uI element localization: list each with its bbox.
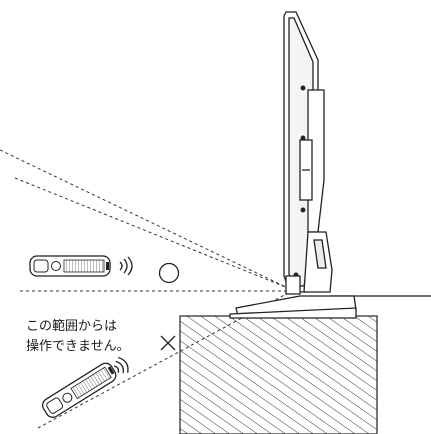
signal-wave-lower-icon (113, 356, 129, 374)
signal-wave-icon (119, 256, 133, 276)
range-line-middle (14, 177, 289, 289)
remote-control-icon (29, 255, 111, 277)
tv-side-icon (229, 11, 357, 319)
table-surface (179, 315, 378, 434)
caption-line-2: 操作できません。 (26, 338, 130, 356)
range-lines (0, 149, 291, 429)
caption-line-1: この範囲からは (26, 318, 118, 336)
remote-control-lower-icon (41, 362, 117, 418)
cross-ng-icon (160, 335, 176, 351)
circle-ok-icon (158, 262, 180, 284)
range-line-upper (0, 149, 289, 289)
